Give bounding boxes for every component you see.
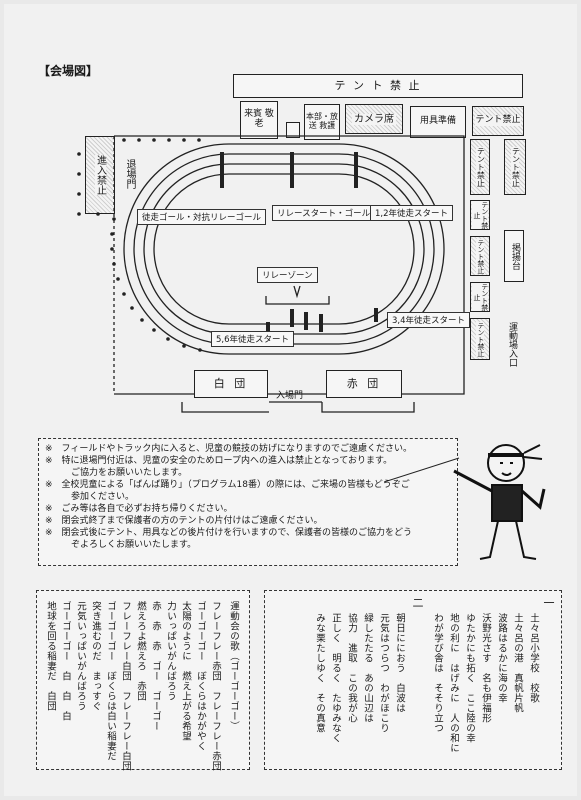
- verse-line: 地の利に はげみに 人の和に: [448, 613, 459, 753]
- tent-ban-v3: テント禁止: [470, 200, 490, 230]
- red-team-tent: 赤 団: [326, 370, 402, 398]
- tent-ban-v1: テント禁止: [470, 139, 490, 195]
- cheer-line: ゴーゴーゴー 白 白 白: [60, 601, 71, 721]
- guest-tent: 来賓 敬老: [240, 101, 278, 139]
- cheer-line: ゴーゴーゴー ぼくらはかがやく: [195, 601, 206, 751]
- cheer-line: 太陽のように 燃え上がる希望: [180, 601, 191, 741]
- tent-ban-v6: テント禁止: [470, 318, 490, 360]
- relay-zone-label: リレーゾーン: [257, 267, 318, 283]
- white-team-tent: 白 団: [194, 370, 268, 398]
- note-line: ※ フィールドやトラック内に入ると、児童の競技の妨げになりますのでご遠慮ください…: [45, 444, 413, 454]
- cheer-line: フレーフレー赤団 フレーフレー赤団: [210, 601, 221, 771]
- goal-line-label: 徒走ゴール・対抗リレーゴール: [137, 209, 267, 225]
- tent-ban-v5: テント禁止: [470, 282, 490, 312]
- verse-line: 元気はつらつ わがほこり: [378, 613, 389, 733]
- note-line: ぞよろしくお願いいたします。: [71, 540, 197, 550]
- flag-stand: 掲揚台: [504, 230, 524, 282]
- note-line: ※ 閉会式終了まで保護者の方のテントの片付けはご遠慮ください。: [45, 516, 323, 526]
- verse-line: 協力 進取 この我が心: [346, 613, 357, 723]
- verse-line: 波路はるかに海の幸: [496, 613, 507, 703]
- notes-box: ※ フィールドやトラック内に入ると、児童の競技の妨げになりますのでご遠慮ください…: [38, 438, 458, 566]
- cheer-line: フレーフレー白団 フレーフレー白団: [120, 601, 131, 771]
- cheer-line: 燃えろよ燃えろ 赤団: [135, 601, 146, 701]
- cheer-line: ゴーゴーゴー ぼくらは白い稲妻だ: [105, 601, 116, 761]
- tent-ban-top: テ ン ト 禁 止: [233, 74, 523, 98]
- cheer-line: 突き進むのだ まっすぐ: [90, 601, 101, 711]
- school-song-title: 土々呂小学校 校歌: [528, 613, 539, 703]
- equipment-tent: 用具準備: [410, 106, 466, 138]
- note-line: 参加ください。: [71, 492, 135, 502]
- relay-start-label: リレースタート・ゴール: [272, 205, 376, 221]
- program-page: 【会場図】 テ ン ト 禁 止 来賓 敬老 本部・放送 救護 カメラ席 用具準備…: [4, 4, 577, 796]
- note-line: ※ 閉会式後にテント、用具などの後片付けを行いますので、保護者の皆様のご協力をど…: [45, 528, 413, 538]
- note-line: ※ 特に退場門付近は、児童の安全のためロープ内への進入は禁止となっております。: [45, 456, 393, 466]
- verse-line: 朝日ににおう 白波は: [394, 613, 405, 713]
- verse-line: 土々呂の港 真帆片帆: [512, 613, 523, 713]
- start-34-label: 3,4年徒走スタート: [387, 312, 471, 328]
- camera-area: カメラ席: [345, 104, 403, 134]
- note-line: ※ 全校児童による「ばんば踊り」（プログラム18番）の際には、ご来場の皆様もどう…: [45, 480, 410, 490]
- cheer-song-box: 運動会の歌（ゴーゴーゴー） フレーフレー赤団 フレーフレー赤団 ゴーゴーゴー ぼ…: [36, 590, 250, 771]
- cheerleader-illustration: [453, 444, 546, 560]
- tent-ban-v4: テント禁止: [470, 236, 490, 276]
- cheer-song-title: 運動会の歌（ゴーゴーゴー）: [228, 601, 239, 731]
- note-line: ご協力をお願いいたします。: [71, 468, 188, 478]
- verse2-number: 二: [411, 597, 424, 609]
- cheer-line: 元気いっぱいがんばろう: [75, 601, 86, 711]
- start-56-label: 5,6年徒走スタート: [211, 331, 295, 347]
- map-title: 【会場図】: [38, 64, 99, 78]
- note-line: ※ ごみ等は各自で必ずお持ち帰りください。: [45, 504, 233, 514]
- verse-line: わが学び舎は そそり立つ: [432, 613, 443, 733]
- cheer-line: 力いっぱいがんばろう: [165, 601, 176, 701]
- verse1-number: 一: [542, 597, 555, 609]
- cheer-line: 地球を回る稲妻だ 白団: [45, 601, 56, 711]
- tent-ban-v2: テント禁止: [504, 139, 526, 195]
- verse-line: 緑したたる あの山辺は: [362, 613, 373, 723]
- start-12-label: 1,2年徒走スタート: [370, 205, 454, 221]
- verse-line: 沃野光さす 名も伊福形: [480, 613, 491, 723]
- cheer-line: 赤 赤 赤 ゴー ゴーゴー: [150, 601, 161, 731]
- verse-line: 正しく 明るく たゆみなく: [330, 613, 341, 743]
- verse-line: ゆたかにも拓く ここ陸の幸: [464, 613, 475, 743]
- small-box: [286, 122, 300, 138]
- speech-line: [384, 457, 460, 483]
- verse-line: みな栗たしゆく その真意: [314, 613, 325, 733]
- exit-gate-label: 退場門: [124, 159, 135, 189]
- school-song-box: 一 土々呂小学校 校歌 土々呂の港 真帆片帆 波路はるかに海の幸 沃野光さす 名…: [264, 590, 562, 770]
- tent-ban-right: テント禁止: [472, 106, 524, 136]
- sports-entrance-label: 運動場入口: [507, 322, 517, 367]
- entrance-gate-label: 入場門: [276, 391, 304, 401]
- hq-tent: 本部・放送 救護: [304, 104, 340, 140]
